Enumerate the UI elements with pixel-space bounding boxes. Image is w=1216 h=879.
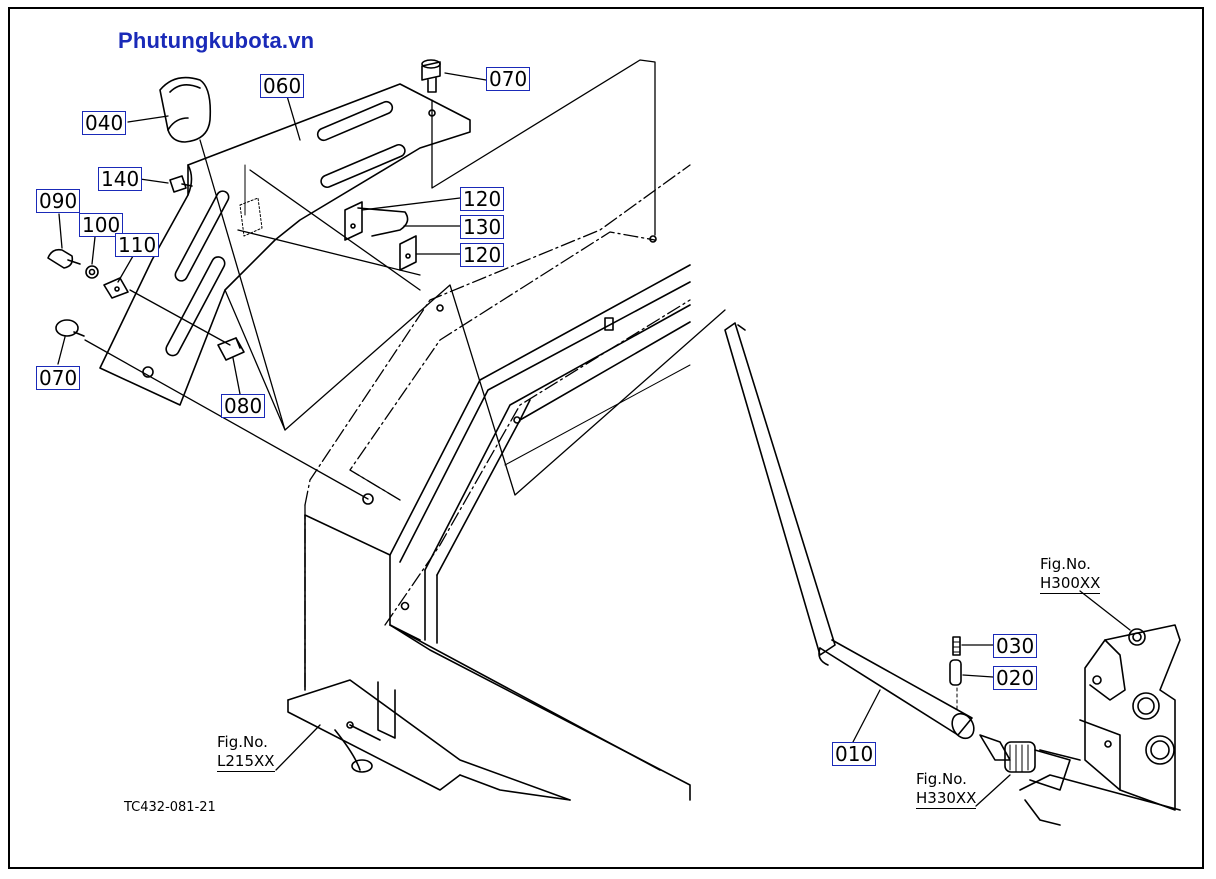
callout-070-bottom[interactable]: 070 (36, 366, 81, 390)
figref-h330[interactable]: Fig.No. H330XX (916, 770, 977, 809)
bolt-070-top (421, 59, 441, 93)
callout-110[interactable]: 110 (115, 233, 160, 257)
callout-120-lower[interactable]: 120 (460, 243, 505, 267)
valve-block-h300 (1019, 624, 1181, 826)
clip-080 (217, 337, 245, 361)
callout-120-upper[interactable]: 120 (460, 187, 505, 211)
figref-code: H300XX (1040, 574, 1101, 594)
pin-020 (949, 659, 962, 686)
guard-plate-060 (99, 83, 471, 406)
drawing-code: TC432-081-21 (124, 800, 216, 815)
knob-bolt-090 (47, 248, 81, 269)
figref-l215[interactable]: Fig.No. L215XX (217, 733, 275, 772)
leader-lines (57, 72, 1131, 807)
callout-060[interactable]: 060 (260, 74, 305, 98)
callout-070-top[interactable]: 070 (486, 67, 531, 91)
drawing-frame (8, 7, 1204, 869)
callout-020[interactable]: 020 (993, 666, 1038, 690)
callout-130[interactable]: 130 (460, 215, 505, 239)
callout-040[interactable]: 040 (82, 111, 127, 135)
figref-code: H330XX (916, 789, 977, 809)
callout-100[interactable]: 100 (79, 213, 124, 237)
callout-010[interactable]: 010 (832, 742, 877, 766)
bolt-070-bottom (55, 319, 85, 337)
clips-120-130 (344, 201, 417, 271)
explode-lines (84, 59, 726, 500)
callout-140[interactable]: 140 (98, 167, 143, 191)
pin-030 (952, 636, 961, 656)
shaft-h330 (979, 734, 1071, 791)
callout-090[interactable]: 090 (36, 189, 81, 213)
figref-h300[interactable]: Fig.No. H300XX (1040, 555, 1101, 594)
figref-label: Fig.No. (1040, 555, 1091, 573)
brand-watermark: Phutungkubota.vn (118, 28, 315, 53)
fender-panel (304, 235, 691, 801)
figref-label: Fig.No. (217, 733, 268, 751)
figref-code: L215XX (217, 752, 275, 772)
bolt-140 (169, 175, 193, 193)
callout-030[interactable]: 030 (993, 634, 1038, 658)
washer-100 (85, 265, 99, 279)
lever-010 (724, 322, 975, 740)
callout-080[interactable]: 080 (221, 394, 266, 418)
decal-marks (239, 164, 263, 237)
figref-label: Fig.No. (916, 770, 967, 788)
grip-040 (159, 76, 212, 143)
clip-nut-110 (103, 277, 129, 299)
step-bracket (287, 679, 571, 801)
